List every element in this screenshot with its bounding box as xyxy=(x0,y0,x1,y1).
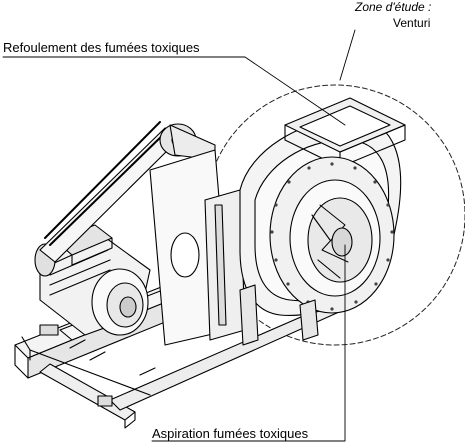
flange-bolts xyxy=(270,162,394,311)
fan-side-plate xyxy=(149,149,246,346)
belt-drive xyxy=(39,121,216,263)
motor xyxy=(34,224,151,336)
leader-lines xyxy=(2,29,356,442)
suction-leader xyxy=(151,244,346,442)
inlet-venturi xyxy=(269,156,395,314)
study-zone-leader xyxy=(339,29,356,81)
study-zone-label-line1: Zone d'étude : xyxy=(355,0,432,14)
suction-label: Aspiration fumées toxiques xyxy=(152,426,309,441)
discharge-leader xyxy=(2,56,346,126)
fan-supports xyxy=(239,284,319,346)
discharge-label: Refoulement des fumées toxiques xyxy=(3,40,200,55)
study-zone-label-line2: Venturi xyxy=(393,16,431,30)
